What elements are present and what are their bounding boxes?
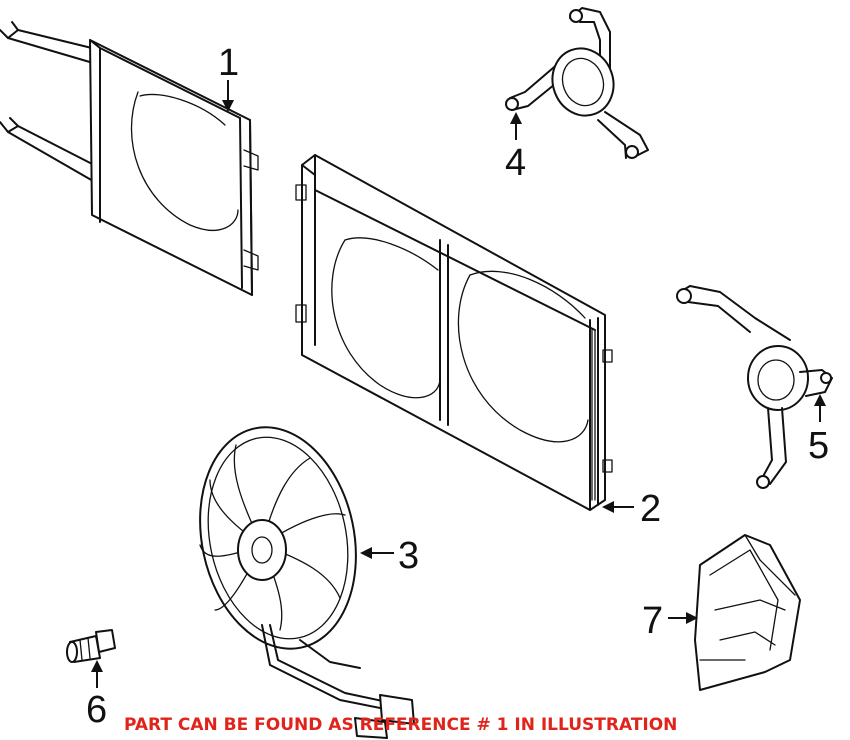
callout-2: 2 bbox=[640, 488, 661, 530]
part-7-air-duct bbox=[694, 534, 801, 691]
part-2-dual-shroud bbox=[295, 154, 613, 511]
callout-leaders bbox=[91, 80, 826, 688]
callout-1: 1 bbox=[218, 42, 239, 84]
reference-note: PART CAN BE FOUND AS REFERENCE # 1 IN IL… bbox=[124, 715, 677, 735]
callout-7: 7 bbox=[642, 600, 663, 642]
part-4-bracket bbox=[505, 7, 649, 159]
callout-4: 4 bbox=[505, 142, 526, 184]
part-3-fan-motor bbox=[199, 426, 415, 739]
callout-3: 3 bbox=[398, 535, 419, 577]
part-6-switch bbox=[66, 629, 116, 663]
callout-5: 5 bbox=[808, 425, 829, 467]
callout-6: 6 bbox=[86, 689, 107, 731]
part-1-shroud bbox=[0, 21, 259, 296]
part-5-bracket bbox=[676, 285, 833, 489]
